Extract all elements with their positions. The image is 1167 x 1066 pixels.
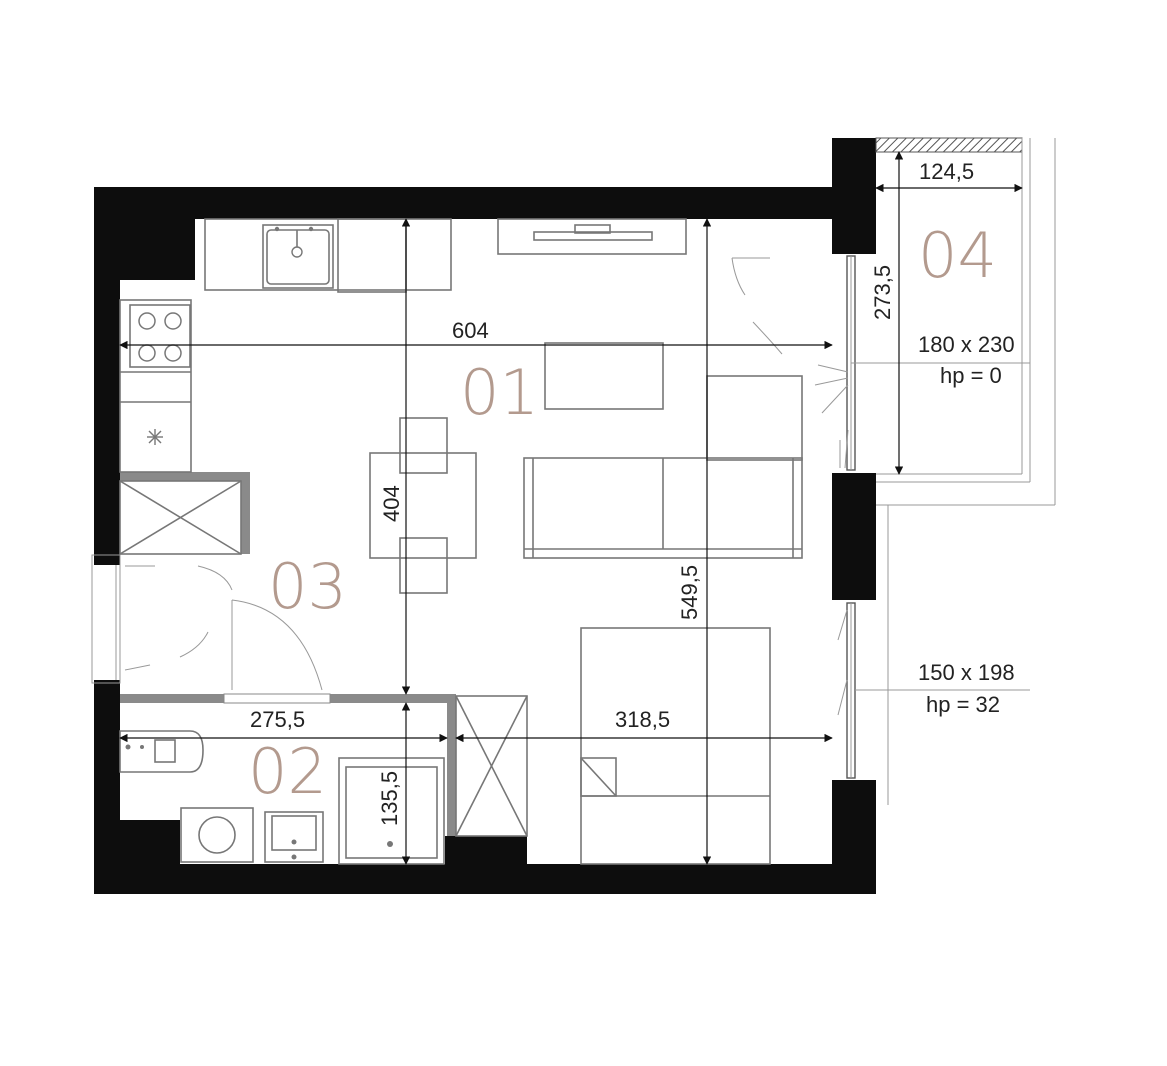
dimension-318-5-label: 318,5 <box>615 707 670 732</box>
fridge-snowflake-icon <box>147 429 163 445</box>
dimension-275-5-label: 275,5 <box>250 707 305 732</box>
dimension-lines <box>119 151 1023 865</box>
room-01-label: 01 <box>460 356 539 429</box>
room-04-label: 04 <box>918 219 997 292</box>
wardrobes <box>119 480 528 837</box>
dimension-549-5-label: 549,5 <box>677 565 702 620</box>
room-03-label: 03 <box>268 550 347 623</box>
dimension-604-label: 604 <box>452 318 489 343</box>
room-02-label: 02 <box>248 735 327 808</box>
living-room-furniture <box>369 218 803 865</box>
dimension-404-label: 404 <box>379 485 404 522</box>
bathroom <box>119 730 445 865</box>
dimension-273-5-label: 273,5 <box>870 265 895 320</box>
window-2-size-label: 150 x 198 <box>918 660 1015 685</box>
window-2-hp-label: hp = 32 <box>926 692 1000 717</box>
balcony <box>875 137 1056 805</box>
partition-walls <box>120 472 456 836</box>
window-1-hp-label: hp = 0 <box>940 363 1002 388</box>
window-1-size-label: 180 x 230 <box>918 332 1015 357</box>
windows <box>91 255 1030 779</box>
exterior-walls <box>94 138 876 894</box>
dimension-124-5-label: 124,5 <box>919 159 974 184</box>
door-swings <box>124 257 783 691</box>
dimension-135-5-label: 135,5 <box>377 771 402 826</box>
